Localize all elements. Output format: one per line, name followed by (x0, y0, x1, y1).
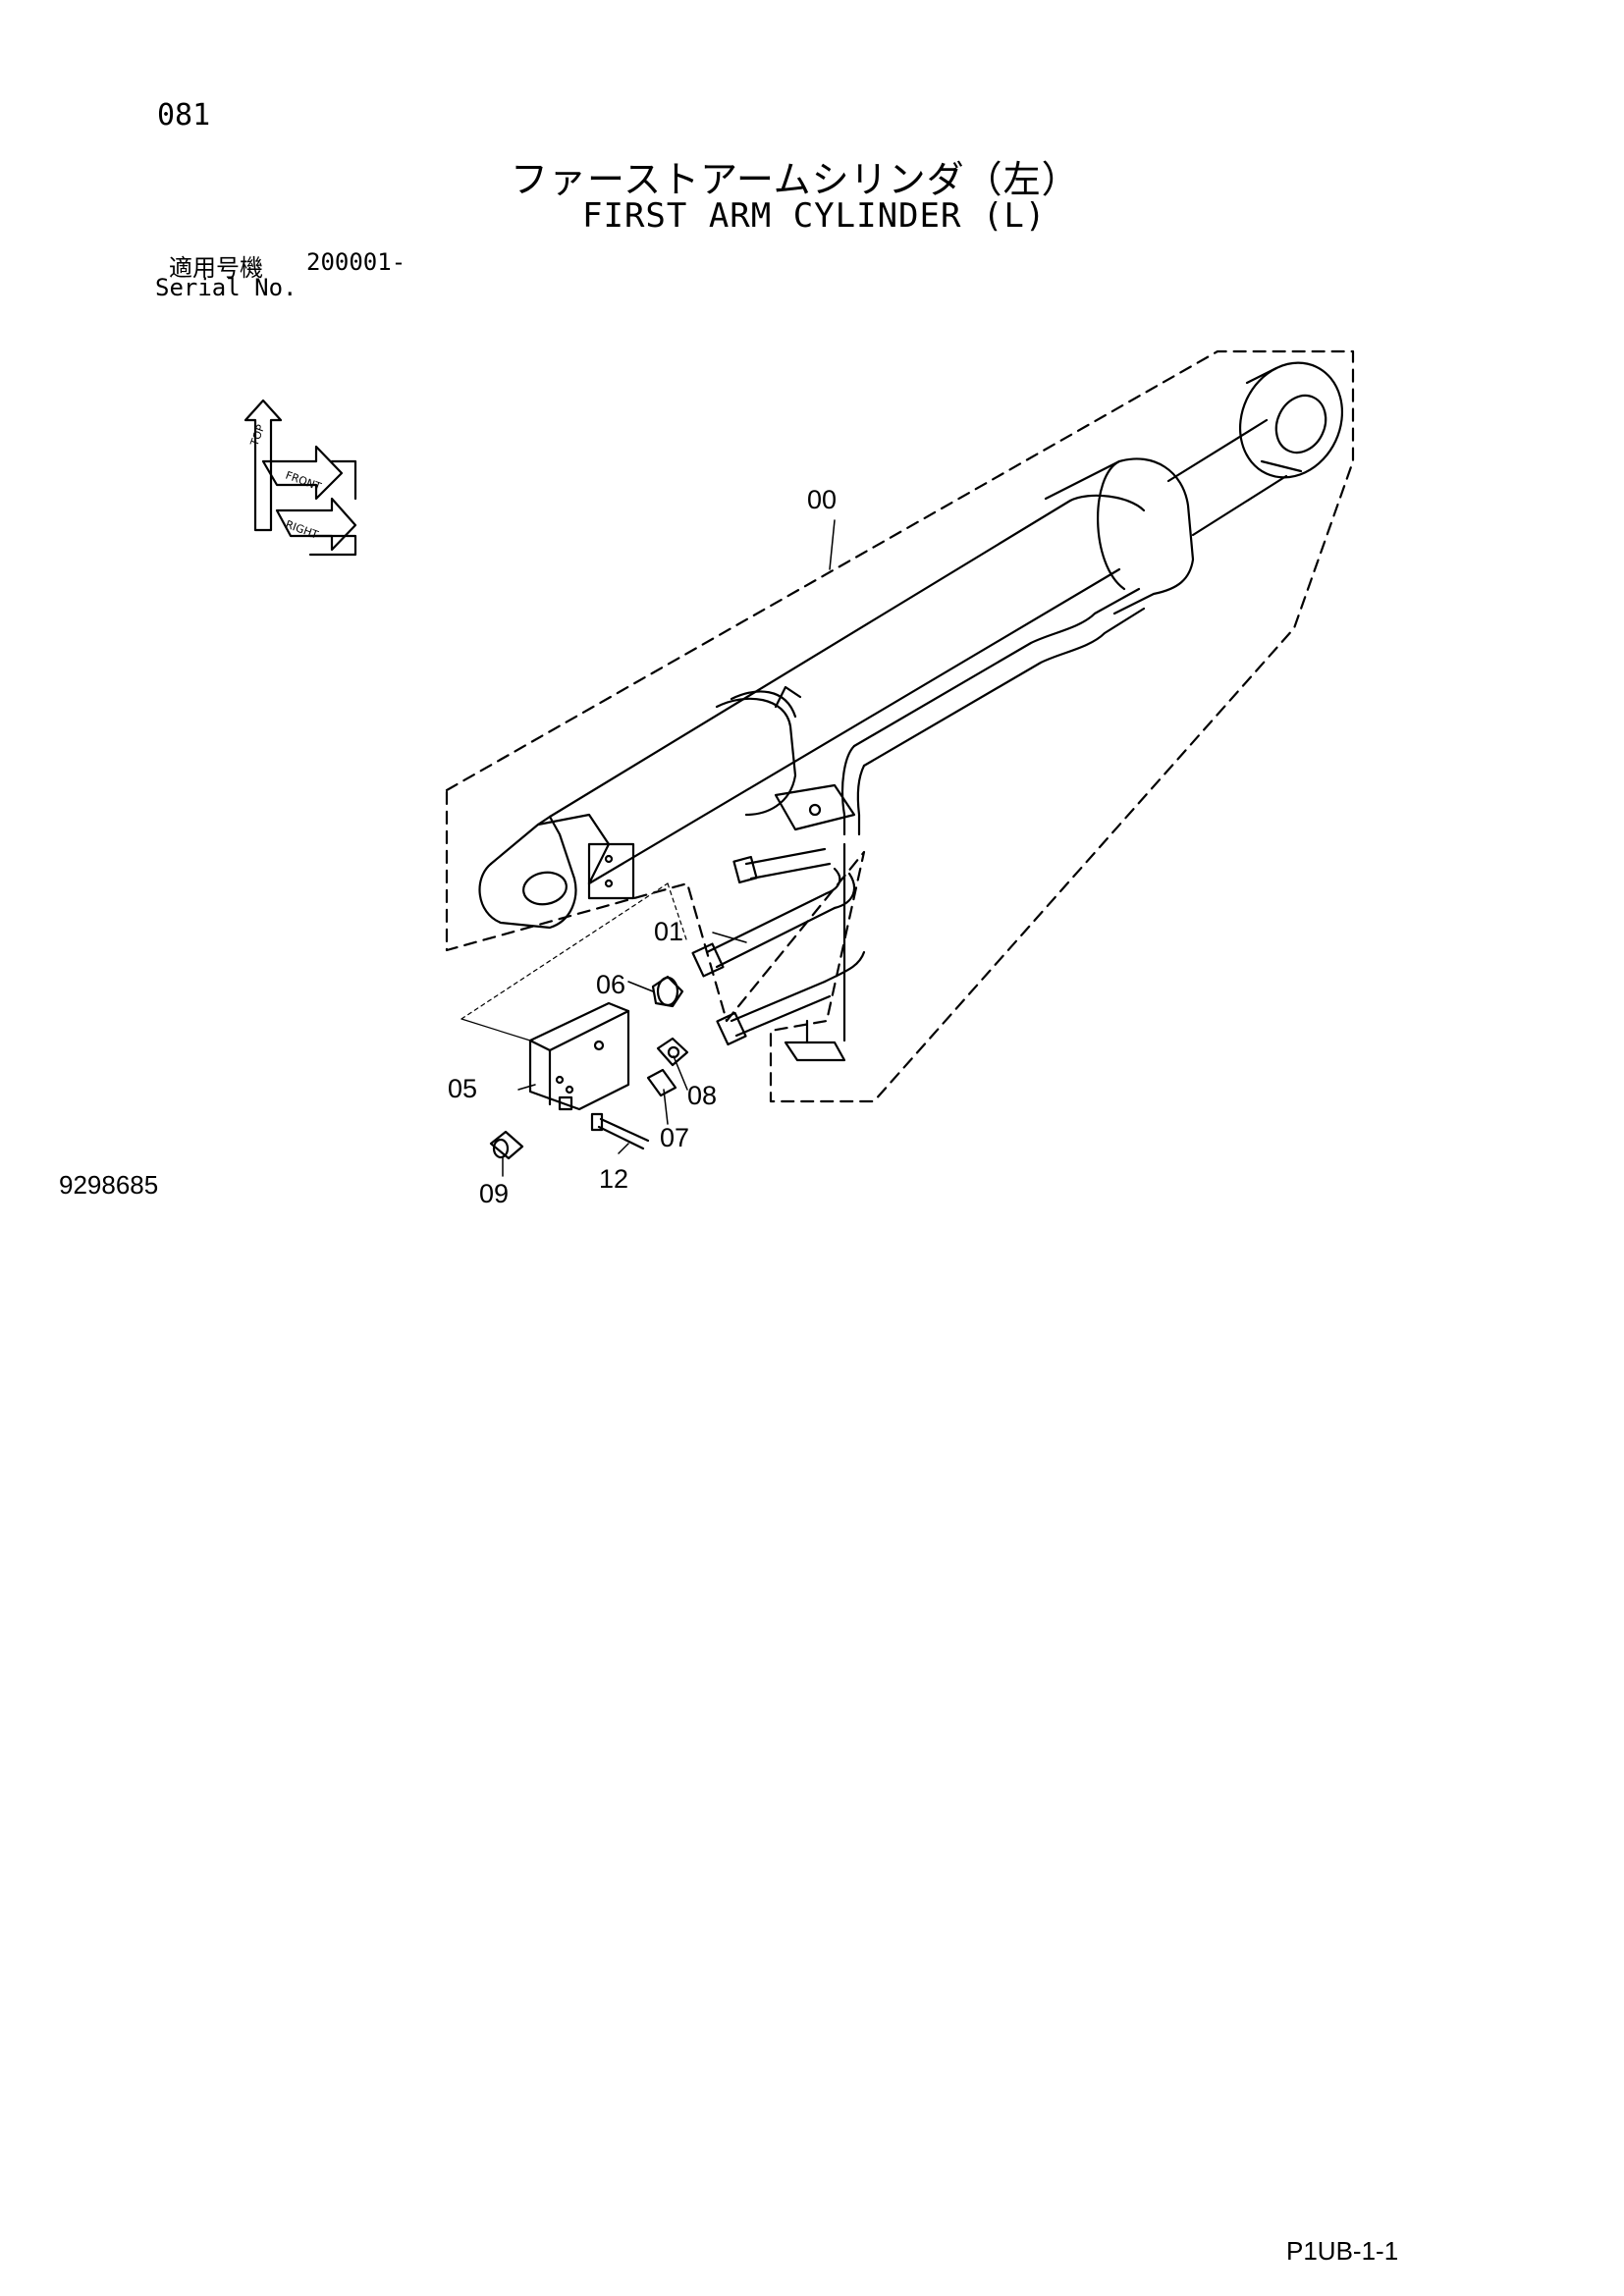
callout-08: 08 (687, 1081, 717, 1110)
page-title-japanese: ファーストアームシリンダ（左） (511, 158, 1080, 201)
page-number: 081 (157, 98, 211, 133)
valve-block-05 (528, 1001, 630, 1111)
assembly-boundary (445, 349, 1355, 1103)
orientation-indicator: TOP FRONT RIGHT (244, 399, 357, 557)
drawing-number: 9298685 (59, 1170, 159, 1200)
callout-07: 07 (660, 1123, 689, 1152)
callout-05: 05 (448, 1074, 477, 1103)
fitting-09 (489, 1130, 524, 1160)
hose-01 (691, 842, 866, 1062)
serial-label-japanese: 適用号機 (169, 254, 263, 282)
orientation-right-label: RIGHT (284, 518, 320, 542)
callout-06: 06 (596, 970, 625, 999)
orientation-top-label: TOP (247, 423, 267, 449)
serial-value: 200001- (306, 248, 406, 276)
callout-09: 09 (479, 1179, 509, 1208)
callout-01: 01 (654, 917, 683, 946)
orientation-front-label: FRONT (284, 469, 323, 494)
fitting-08 (656, 1037, 689, 1067)
callout-12: 12 (599, 1164, 628, 1194)
fitting-07 (646, 1068, 677, 1097)
cylinder-tube (478, 361, 1344, 930)
callout-00: 00 (807, 485, 837, 514)
fitting-06 (651, 975, 684, 1008)
serial-label-english: Serial No. (155, 274, 298, 301)
sheet-code: P1UB-1-1 (1286, 2236, 1399, 2266)
page-title-english: FIRST ARM CYLINDER (L) (582, 196, 1047, 236)
bolt-12 (590, 1112, 650, 1150)
